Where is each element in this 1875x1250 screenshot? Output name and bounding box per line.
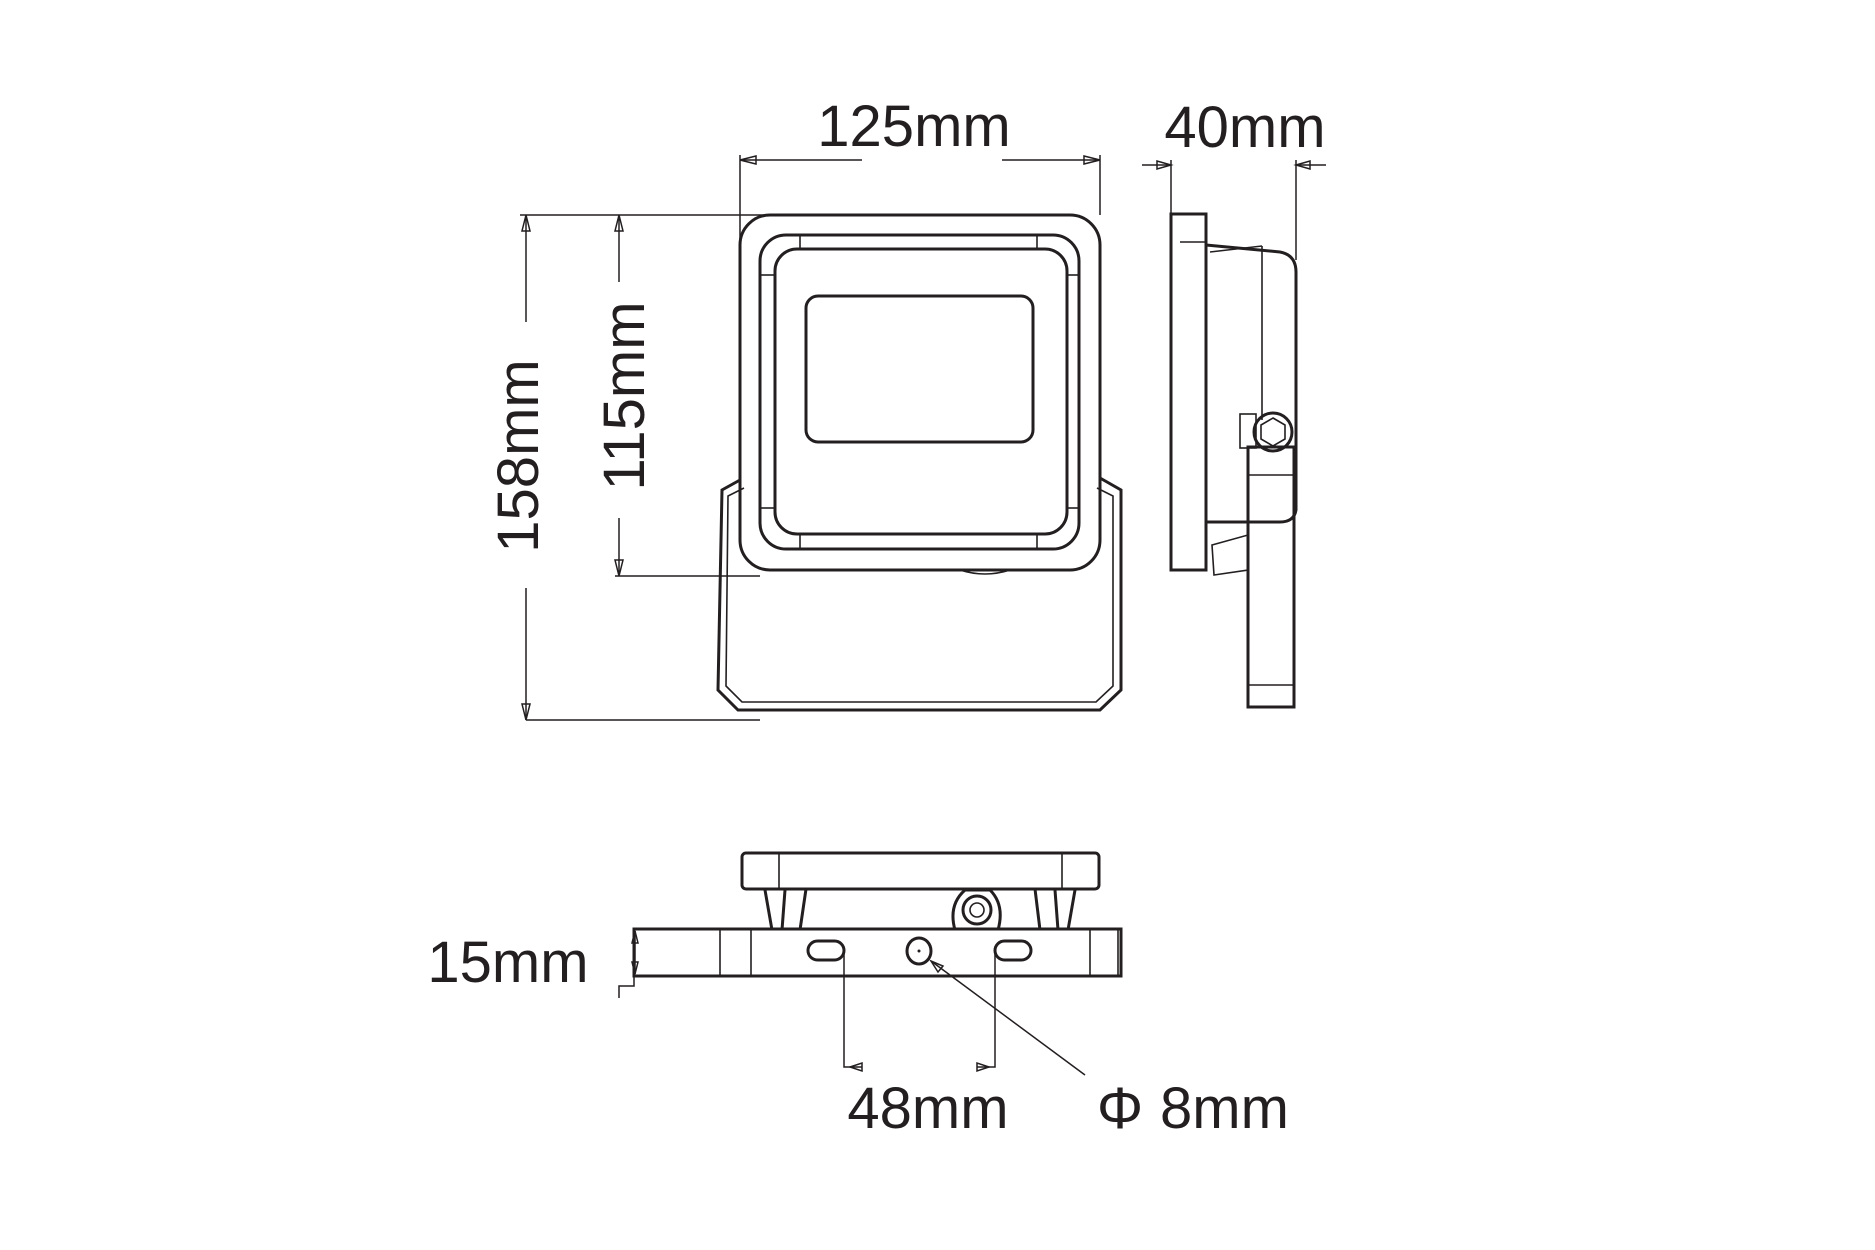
housing-inner-frame [773, 247, 1069, 536]
front-view: 125mm 158mm 115mm [486, 94, 1123, 721]
bracket-inner-edge [725, 487, 1114, 703]
width-dimension: 125mm [739, 94, 1101, 480]
side-body [1205, 243, 1298, 524]
cable-gland-outline [959, 569, 1011, 575]
base-thickness-dimension: 15mm [427, 930, 639, 998]
bottom-view: 15mm 48mm Φ 8mm [427, 851, 1289, 1141]
base-plate [632, 927, 1123, 978]
top-plate [740, 851, 1101, 891]
mounting-slot-left [806, 939, 846, 962]
diameter-symbol: Φ [1097, 1076, 1143, 1141]
frame-corner-marks [760, 235, 1079, 549]
base-thickness-label: 15mm [427, 930, 588, 995]
total-height-label: 158mm [486, 359, 551, 552]
housing-height-dimension: 115mm [592, 214, 760, 577]
hole-diameter-callout: Φ 8mm [929, 959, 1289, 1141]
side-bracket-arm [1246, 445, 1296, 709]
mounting-hole [905, 936, 933, 966]
side-view: 40mm [1142, 95, 1326, 709]
housing-outer [738, 213, 1102, 572]
width-label: 125mm [817, 94, 1010, 159]
mounting-slot-right [993, 939, 1033, 962]
slot-spacing-label: 48mm [847, 1076, 1008, 1141]
slot-spacing-dimension: 48mm [843, 950, 1009, 1141]
housing-frame [758, 233, 1081, 551]
mounting-bracket [716, 476, 1123, 712]
pivot-bolt [1252, 411, 1294, 453]
housing-height-label: 115mm [592, 301, 657, 490]
depth-dimension: 40mm [1142, 95, 1326, 260]
cable-gland [951, 888, 1002, 931]
support-legs [763, 888, 1077, 931]
hole-diameter-label: 8mm [1160, 1076, 1289, 1141]
total-height-dimension: 158mm [486, 214, 780, 721]
depth-label: 40mm [1164, 95, 1325, 160]
side-flange [1169, 212, 1208, 572]
led-window [804, 294, 1035, 444]
